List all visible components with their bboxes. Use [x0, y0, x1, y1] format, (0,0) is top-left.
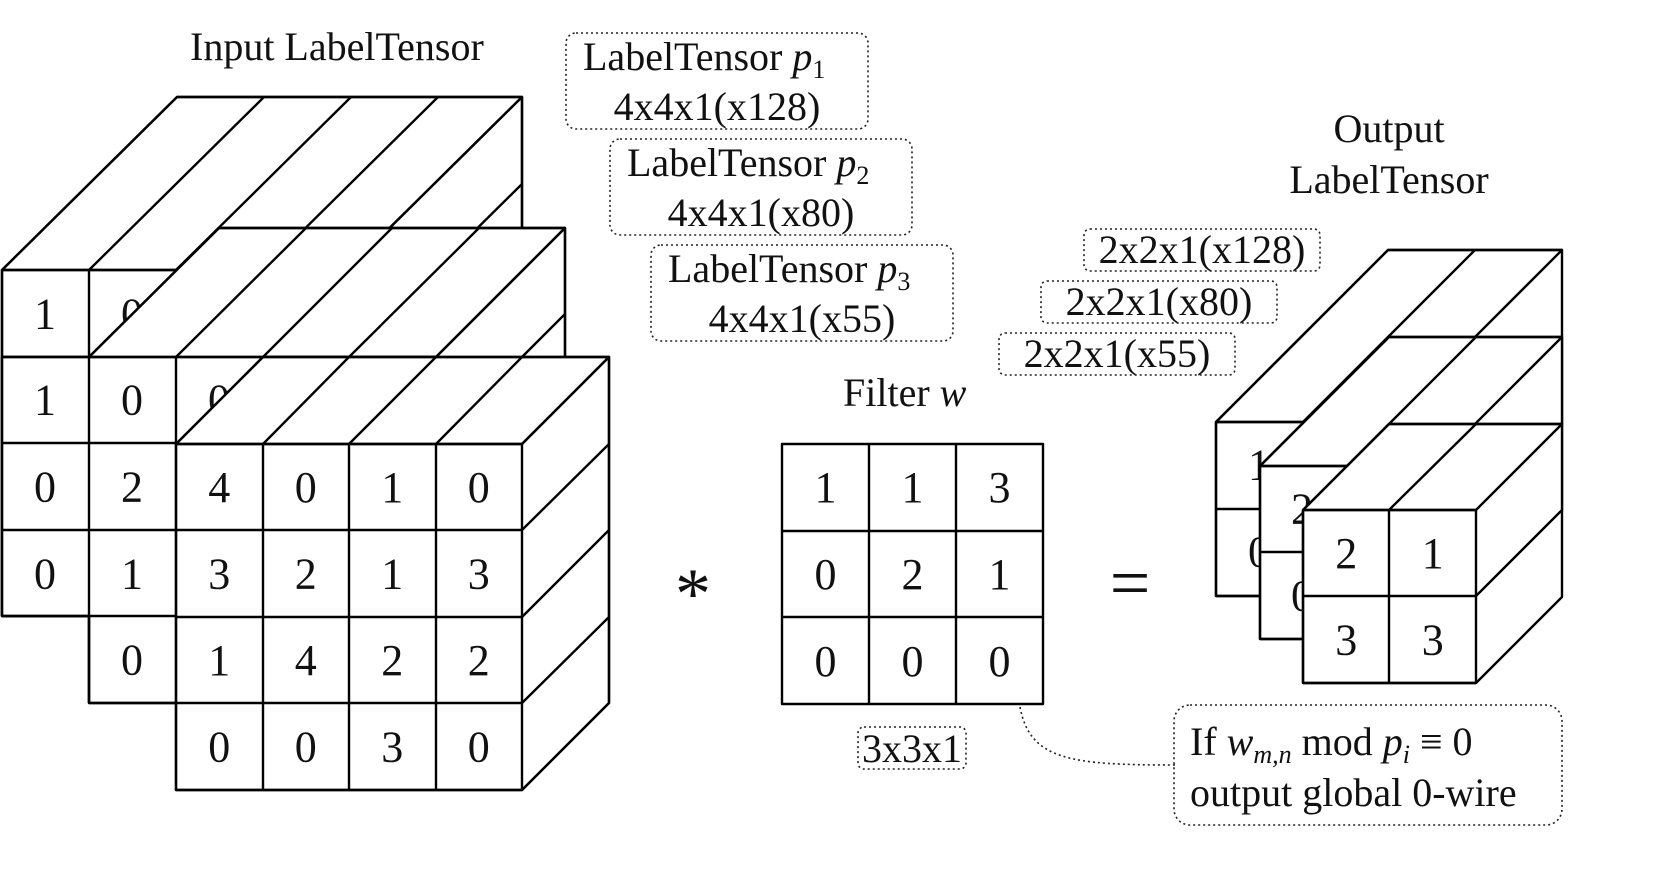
- tensor-labels: LabelTensor p1 4x4x1(x128) LabelTensor p…: [565, 32, 1321, 376]
- filter-symbol: w: [940, 370, 967, 415]
- input-title: Input LabelTensor: [190, 24, 484, 69]
- filter-cell: 0: [989, 637, 1011, 686]
- tensor-label-p3: LabelTensor p3 4x4x1(x55): [650, 244, 954, 342]
- output-title-line2: LabelTensor: [1289, 157, 1488, 202]
- output-front-cell: 1: [1422, 529, 1444, 578]
- input-mid-cell: 2: [121, 463, 143, 512]
- input-front-cell: 4: [208, 463, 230, 512]
- tensor-shape: 4x4x1(x55): [709, 296, 896, 341]
- tensor-label-p1: LabelTensor p1 4x4x1(x128): [565, 32, 869, 130]
- output-title-line1: Output: [1333, 106, 1444, 151]
- input-front-cell: 0: [295, 463, 317, 512]
- filter-title: Filter: [843, 370, 930, 415]
- filter: Filter w 1 1 3 0 2 1 0 0 0 3x3x1: [780, 370, 1176, 771]
- equals-operator: =: [1110, 543, 1151, 623]
- input-front-cell: 3: [208, 549, 230, 598]
- input-front-cell: 0: [468, 722, 490, 771]
- filter-cell: 1: [902, 463, 924, 512]
- svg-text:Filter w: Filter w: [843, 370, 967, 415]
- input-front-cell: 1: [381, 549, 403, 598]
- output-shape-labels: 2x2x1(x128) 2x2x1(x80) 2x2x1(x55): [998, 227, 1321, 376]
- input-front-cell: 1: [381, 463, 403, 512]
- svg-text:LabelTensor p3: LabelTensor p3: [668, 246, 910, 296]
- zero-wire-note: If wm,n mod pi ≡ 0 output global 0-wire: [1173, 704, 1563, 826]
- convolution-operator: *: [675, 554, 711, 634]
- input-front-cell: 2: [381, 636, 403, 685]
- input-front-cell: 3: [468, 549, 490, 598]
- input-back-cell: 1: [34, 290, 56, 339]
- tensor-shape: 4x4x1(x128): [614, 84, 821, 129]
- input-mid-cell: 0: [34, 550, 56, 599]
- filter-cell: 2: [902, 550, 924, 599]
- note-line1: If wm,n mod pi ≡ 0: [1190, 719, 1473, 772]
- filter-cell: 3: [989, 463, 1011, 512]
- filter-cell: 1: [815, 463, 837, 512]
- tensor-name: LabelTensor: [668, 246, 867, 291]
- input-mid-cell: 1: [121, 550, 143, 599]
- filter-cell: 0: [902, 637, 924, 686]
- filter-shape: 3x3x1: [862, 726, 962, 771]
- input-front-cell: 0: [208, 722, 230, 771]
- input-front-cell: 2: [468, 636, 490, 685]
- filter-cell: 0: [815, 550, 837, 599]
- output-front-layer: 2 1 3 3: [1301, 422, 1564, 685]
- note-line2: output global 0-wire: [1190, 770, 1517, 815]
- tensor-name: LabelTensor: [583, 34, 782, 79]
- output-shape: 2x2x1(x80): [1066, 279, 1253, 324]
- input-front-layer: 4 0 1 0 3 2 1 3 1 4 2 2 0 0 3 0: [174, 355, 611, 792]
- tensor-shape: 4x4x1(x80): [668, 190, 855, 235]
- output-front-cell: 3: [1335, 615, 1357, 664]
- filter-cell: 0: [815, 637, 837, 686]
- input-front-cell: 4: [295, 636, 317, 685]
- output-front-cell: 2: [1335, 529, 1357, 578]
- svg-text:LabelTensor p1: LabelTensor p1: [583, 34, 825, 84]
- input-front-cell: 2: [295, 549, 317, 598]
- output-shape: 2x2x1(x128): [1099, 227, 1306, 272]
- svg-text:LabelTensor p2: LabelTensor p2: [627, 140, 869, 190]
- input-mid-cell: 0: [121, 636, 143, 685]
- output-shape: 2x2x1(x55): [1024, 331, 1211, 376]
- input-mid-cell: 1: [34, 376, 56, 425]
- filter-cell: 1: [989, 550, 1011, 599]
- output-front-cell: 3: [1422, 615, 1444, 664]
- input-front-cell: 3: [381, 722, 403, 771]
- input-front-cell: 0: [295, 722, 317, 771]
- input-front-cell: 0: [468, 463, 490, 512]
- tensor-label-p2: LabelTensor p2 4x4x1(x80): [609, 138, 913, 236]
- input-mid-cell: 0: [34, 463, 56, 512]
- input-front-cell: 1: [208, 636, 230, 685]
- tensor-name: LabelTensor: [627, 140, 826, 185]
- input-mid-cell: 0: [121, 376, 143, 425]
- input-tensor: Input LabelTensor 1 0 1 0 0 0 2 0 1: [0, 24, 611, 792]
